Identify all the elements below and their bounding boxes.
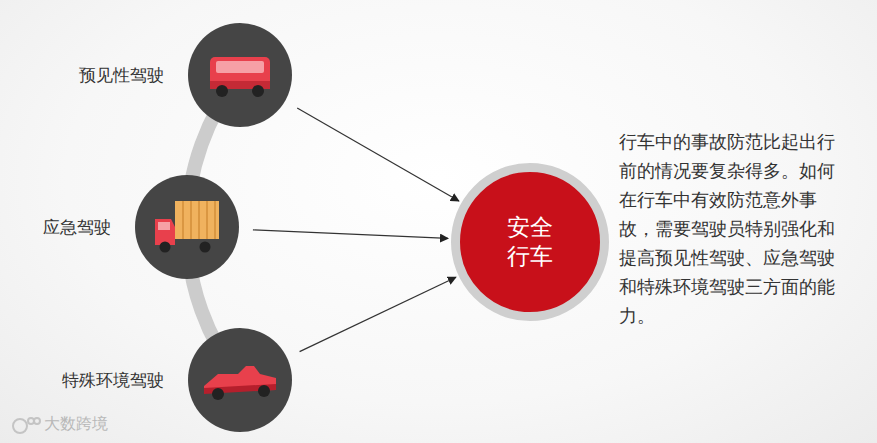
vehicle-circle: 预见性驾驶 [188, 23, 292, 127]
vehicle-illustration [188, 328, 292, 432]
truck-icon [155, 201, 219, 253]
goal-circle: 安全行车 [451, 163, 609, 321]
goal-text: 安全行车 [505, 213, 554, 271]
arrow [297, 108, 459, 201]
vehicle-circle: 特殊环境驾驶 [188, 328, 292, 432]
description-text: 行车中的事故防范比起出行前的情况要复杂得多。如何在行车中有效防范意外事故，需要驾… [619, 128, 841, 331]
watermark-logo [13, 418, 40, 433]
convertible-icon [204, 366, 276, 400]
watermark: 大数跨境 [44, 414, 108, 435]
arrow [253, 230, 448, 239]
vehicle-illustration [188, 23, 292, 127]
vehicle-circle: 应急驾驶 [135, 175, 239, 279]
arrow [300, 277, 456, 351]
vehicle-illustration [135, 175, 239, 279]
method-label: 预见性驾驶 [79, 64, 164, 87]
van-icon [210, 57, 270, 97]
method-label: 特殊环境驾驶 [62, 369, 164, 392]
method-label: 应急驾驶 [43, 216, 111, 239]
